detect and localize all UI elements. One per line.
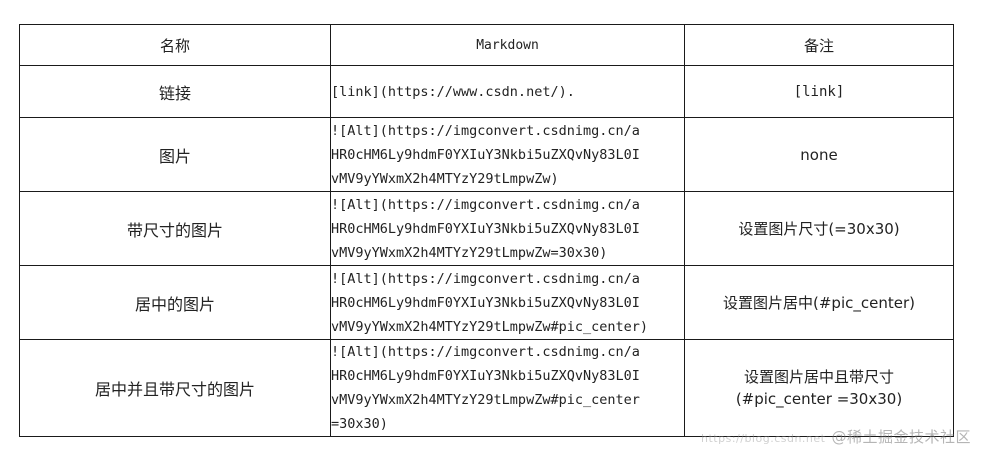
header-name: 名称	[19, 24, 331, 66]
markdown-syntax-table: 名称 Markdown 备注 链接 [link](https://www.csd…	[19, 24, 954, 437]
row-markdown-code: ![Alt](https://imgconvert.csdnimg.cn/a H…	[330, 265, 685, 340]
row-note: 设置图片居中且带尺寸 (#pic_center =30x30)	[684, 339, 954, 437]
row-name: 居中的图片	[19, 265, 331, 340]
watermark: https://blog.csdn.net @稀土掘金技术社区	[701, 426, 971, 447]
row-note: 设置图片居中(#pic_center)	[684, 265, 954, 340]
row-note: [link]	[684, 65, 954, 118]
table-header-row: 名称 Markdown 备注	[19, 24, 954, 66]
row-markdown-code: ![Alt](https://imgconvert.csdnimg.cn/a H…	[330, 117, 685, 192]
row-markdown-code: ![Alt](https://imgconvert.csdnimg.cn/a H…	[330, 191, 685, 266]
header-note: 备注	[684, 24, 954, 66]
header-markdown: Markdown	[330, 24, 685, 66]
row-name: 图片	[19, 117, 331, 192]
row-name: 链接	[19, 65, 331, 118]
row-note: none	[684, 117, 954, 192]
row-markdown-code: [link](https://www.csdn.net/).	[330, 65, 685, 118]
table-row: 链接 [link](https://www.csdn.net/). [link]	[19, 65, 954, 118]
watermark-url: https://blog.csdn.net	[701, 432, 826, 445]
table-row: 带尺寸的图片 ![Alt](https://imgconvert.csdnimg…	[19, 191, 954, 266]
watermark-text: @稀土掘金技术社区	[831, 428, 971, 446]
table-row: 居中的图片 ![Alt](https://imgconvert.csdnimg.…	[19, 265, 954, 340]
table-row: 图片 ![Alt](https://imgconvert.csdnimg.cn/…	[19, 117, 954, 192]
row-note: 设置图片尺寸(=30x30)	[684, 191, 954, 266]
table-row: 居中并且带尺寸的图片 ![Alt](https://imgconvert.csd…	[19, 339, 954, 437]
row-name: 带尺寸的图片	[19, 191, 331, 266]
row-name: 居中并且带尺寸的图片	[19, 339, 331, 437]
row-markdown-code: ![Alt](https://imgconvert.csdnimg.cn/a H…	[330, 339, 685, 437]
